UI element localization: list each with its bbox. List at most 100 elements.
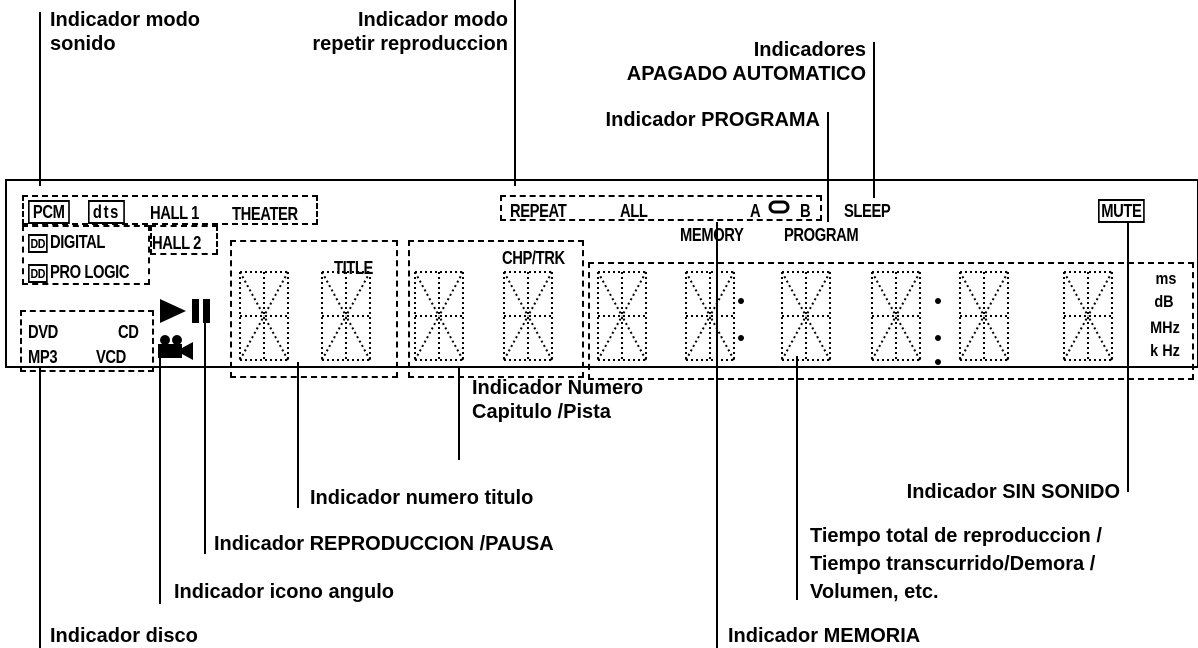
display-panel-outline [5,179,1198,368]
callout-mute: Indicador SIN SONIDO [906,481,1120,503]
callout-time: Tiempo total de reproduccion /Tiempo tra… [810,525,1102,603]
digit-segment [345,271,371,317]
digit-segment [1063,271,1089,317]
digit-segment [781,271,807,317]
digit-segment [983,271,1009,317]
hall2-indicator: HALL 2 [152,233,201,253]
cd-indicator: CD [118,322,139,342]
digit-segment [685,315,711,361]
play-icon [160,299,186,323]
digit-segment [709,315,735,361]
title-digit-box [230,240,398,378]
dts-indicator: dts [88,200,125,224]
segment-digit [321,271,371,361]
chapter-digit-box [408,240,584,378]
sound-mode-box-top [22,195,318,225]
unit-ms: ms [1155,269,1177,288]
segment-digit [503,271,553,361]
repeat-box [500,195,822,221]
digit-segment [983,315,1009,361]
callout-program: Indicador PROGRAMA [605,109,820,131]
repeat-indicator: REPEAT [510,201,567,221]
digit-segment [621,271,647,317]
digit-segment [805,315,831,361]
program-indicator: PROGRAM [784,225,859,245]
vcd-indicator: VCD [96,347,126,367]
disc-box [20,310,154,372]
segment-digit [414,271,464,361]
pause-icon [192,299,199,323]
digit-separators [738,298,941,365]
pcm-indicator: PCM [28,200,70,224]
mute-indicator: MUTE [1098,199,1145,223]
digit-segment [414,271,440,317]
digit-segment [895,271,921,317]
digit-segment [527,271,553,317]
digit-segment [263,315,289,361]
dvd-indicator: DVD [28,322,58,342]
segment-digit [685,271,735,361]
digit-segment [871,315,897,361]
sound-mode-box-hall2 [150,225,218,255]
callout-disc: Indicador disco [50,625,198,647]
callout-memory: Indicador MEMORIA [728,625,921,647]
digit-segment [621,315,647,361]
digit-segment [871,271,897,317]
digit-segment [597,271,623,317]
digit-segment [321,315,347,361]
digit-segment [345,315,371,361]
repeat-loop-icon [768,200,790,214]
hall1-indicator: HALL 1 [150,203,199,223]
digit-segment [895,315,921,361]
segment-digit [1063,271,1113,361]
title-label: TITLE [334,258,373,278]
digit-segment [685,271,711,317]
digit-segment [239,271,265,317]
digit-segment [959,315,985,361]
dolby-icon: DD [28,264,48,283]
callout-title-number: Indicador numero titulo [310,487,534,509]
digit-segment [805,271,831,317]
digit-segment [1087,315,1113,361]
digit-segment [438,315,464,361]
segment-digit [239,271,289,361]
sleep-indicator: SLEEP [844,201,891,221]
digit-segment [503,315,529,361]
unit-mhz: MHz [1150,318,1180,337]
callout-angle: Indicador icono angulo [174,581,394,603]
theater-indicator: THEATER [232,204,298,224]
unit-khz: k Hz [1150,341,1180,360]
repeat-all-indicator: ALL [620,201,648,221]
digit-segment [709,271,735,317]
digit-segment [321,271,347,317]
digit-segment [263,271,289,317]
segment-digit [781,271,831,361]
repeat-b-indicator: B [800,201,811,221]
leader-lines [39,0,1129,648]
digit-segment [414,315,440,361]
digit-segment [1087,271,1113,317]
chp-trk-label: CHP/TRK [502,248,565,268]
time-digit-box [588,262,1194,380]
angle-camera-icon [158,335,193,360]
digit-segment [1063,315,1089,361]
memory-indicator: MEMORY [680,225,744,245]
dolby-icon: DD [28,234,48,253]
repeat-a-indicator: A [750,201,761,221]
digit-segment [239,315,265,361]
digit-segment [781,315,807,361]
unit-db: dB [1154,292,1174,311]
mp3-indicator: MP3 [28,347,58,367]
segment-digit [597,271,647,361]
digit-segment [597,315,623,361]
callout-play-pause: Indicador REPRODUCCION /PAUSA [214,533,554,555]
segment-digit [959,271,1009,361]
